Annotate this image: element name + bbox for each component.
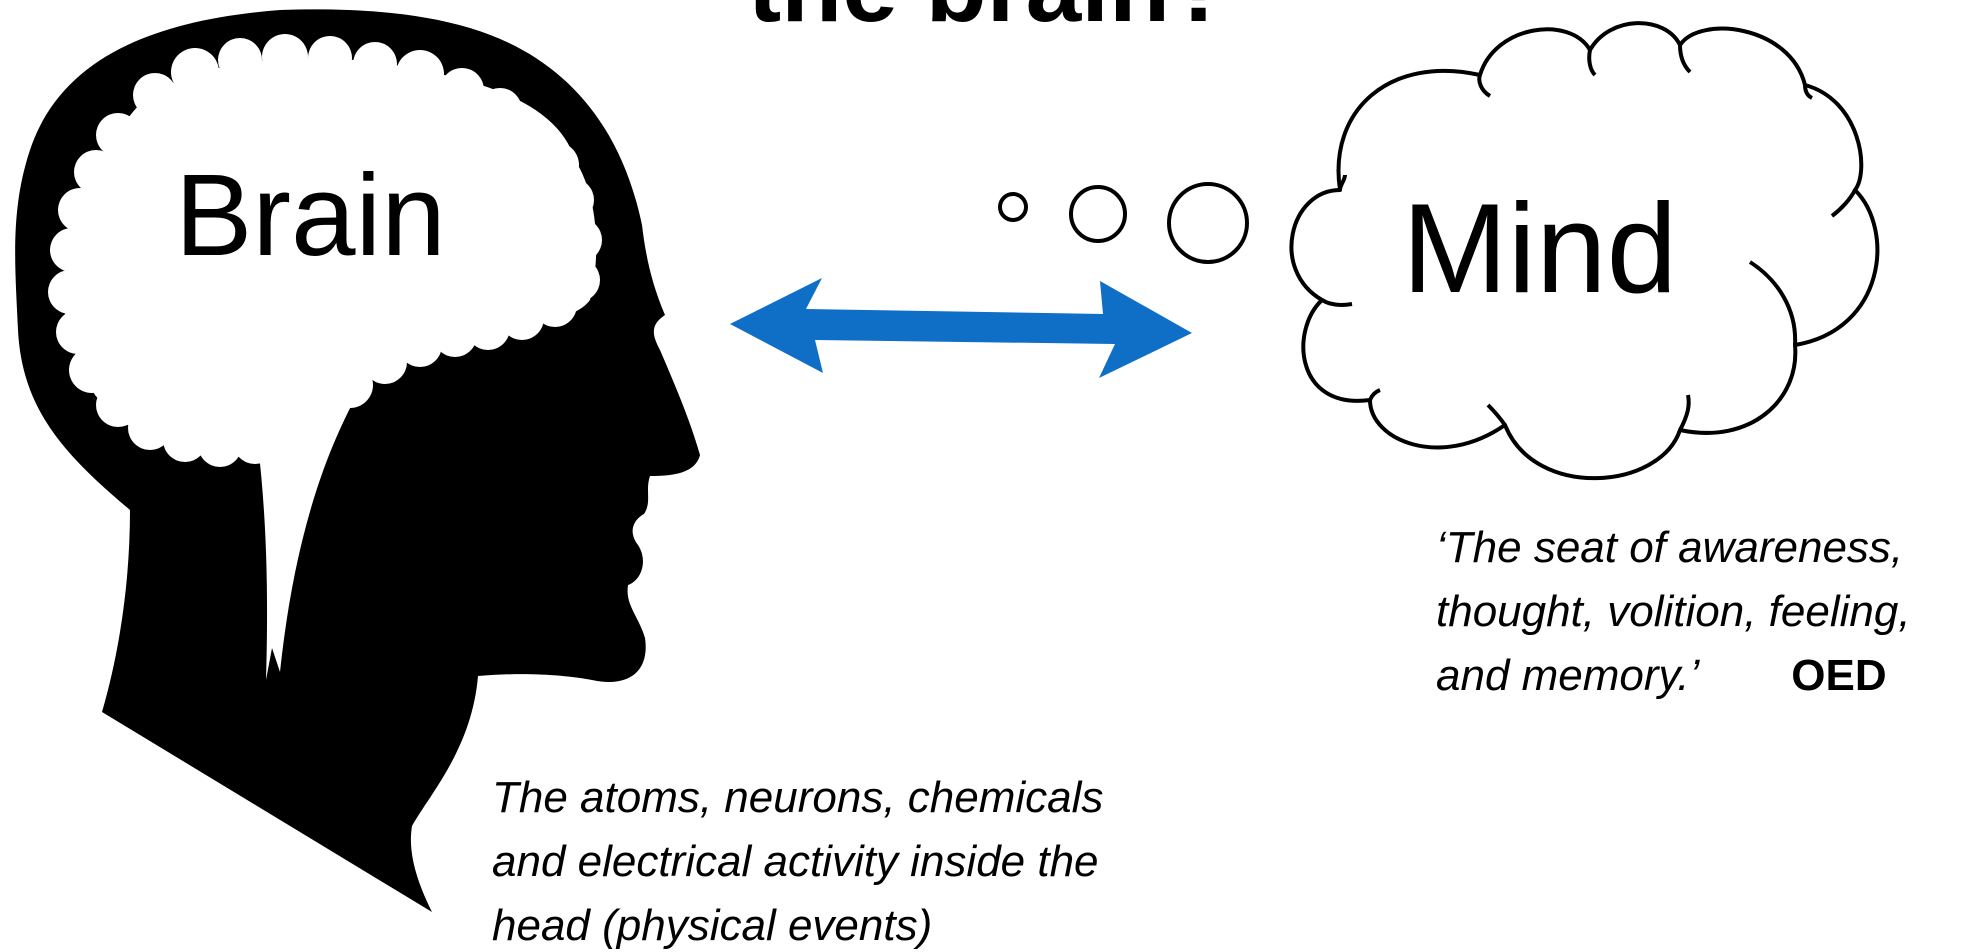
brain-caption-line: The atoms, neurons, chemicals (492, 773, 1104, 822)
mind-quote: ‘The seat of awareness, thought, volitio… (1436, 516, 1911, 708)
thought-cloud-icon (1289, 21, 1880, 481)
brain-label: Brain (175, 150, 446, 280)
quote-source: OED (1791, 651, 1887, 700)
thought-bubble-medium (1069, 185, 1127, 243)
brain-caption-line: head (physical events) (492, 901, 933, 950)
brain-caption: The atoms, neurons, chemicals and electr… (492, 766, 1103, 952)
brain-caption-line: and electrical activity inside the (492, 837, 1099, 886)
thought-bubble-small (998, 192, 1028, 222)
double-headed-arrow-icon (730, 278, 1192, 378)
slide-title: the brain? (0, 0, 1979, 37)
mind-quote-line: thought, volition, feeling, (1436, 587, 1911, 636)
thought-bubble-large (1167, 182, 1249, 264)
mind-quote-line: and memory.’ (1436, 651, 1700, 700)
mind-quote-line: ‘The seat of awareness, (1436, 523, 1904, 572)
mind-quote-last-line: and memory.’ OED (1436, 644, 1911, 708)
mind-label: Mind (1402, 177, 1678, 319)
brain-shape (48, 34, 602, 467)
